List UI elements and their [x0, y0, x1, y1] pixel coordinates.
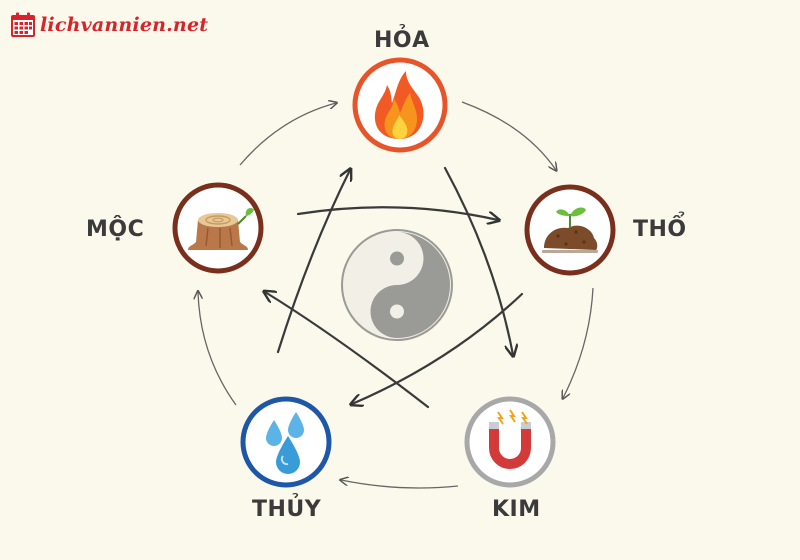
yin-yang-icon — [341, 229, 453, 341]
magnet-icon — [489, 409, 531, 469]
element-moc[interactable] — [172, 182, 264, 274]
water-drops-icon — [266, 412, 304, 474]
arrow-tho-to-kim — [563, 287, 594, 398]
fire-icon — [374, 71, 424, 139]
label-kim: KIM — [492, 497, 541, 522]
label-thuy: THỦY — [252, 497, 322, 522]
calendar-icon — [11, 12, 35, 37]
logo-text: lichvannien.net — [40, 14, 209, 36]
arrow-hoa-to-kim — [443, 166, 513, 355]
arrow-moc-to-tho — [296, 206, 498, 220]
label-moc: MỘC — [86, 217, 145, 242]
arrow-thuy-to-moc — [198, 292, 237, 406]
arrow-kim-to-moc — [265, 292, 430, 409]
arrow-moc-to-hoa — [239, 103, 336, 166]
arrow-hoa-to-tho — [461, 101, 556, 170]
element-hoa[interactable] — [352, 57, 448, 153]
generating-cycle — [198, 101, 594, 489]
element-kim[interactable] — [464, 396, 556, 488]
tree-stump-icon — [188, 208, 254, 250]
label-hoa: HỎA — [374, 28, 430, 53]
controlling-cycle — [265, 166, 524, 409]
arrow-kim-to-thuy — [341, 480, 459, 489]
arrow-thuy-to-hoa — [276, 170, 350, 354]
element-thuy[interactable] — [240, 396, 332, 488]
soil-sprout-icon — [542, 207, 598, 253]
label-tho: THỔ — [633, 217, 687, 242]
arrow-tho-to-thuy — [352, 292, 524, 404]
element-tho[interactable] — [524, 184, 616, 276]
site-logo[interactable]: lichvannien.net — [10, 12, 208, 38]
